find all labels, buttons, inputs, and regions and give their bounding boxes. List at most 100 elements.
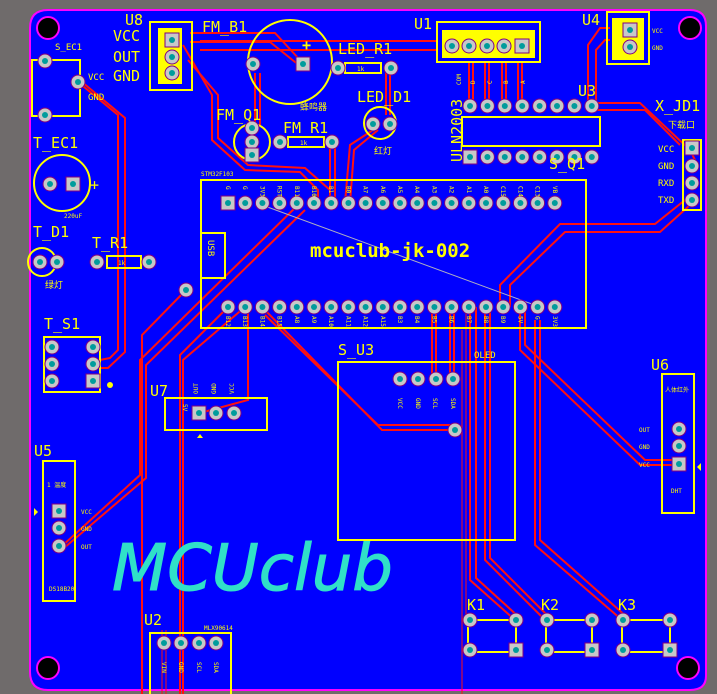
pad[interactable] [244,147,260,163]
pad[interactable] [514,149,530,165]
pad[interactable] [51,538,67,554]
pad[interactable] [428,371,444,387]
pad[interactable] [532,149,548,165]
pad[interactable] [358,195,374,211]
pad[interactable] [539,642,555,658]
pad[interactable] [272,134,288,150]
pad[interactable] [410,371,426,387]
pad[interactable] [254,195,270,211]
pad[interactable] [426,299,442,315]
pad[interactable] [85,373,101,389]
pad[interactable] [89,254,105,270]
pad[interactable] [547,299,563,315]
pad[interactable] [584,149,600,165]
pad[interactable] [532,98,548,114]
pad[interactable] [549,98,565,114]
pad[interactable] [32,254,48,270]
pad[interactable] [358,299,374,315]
pad[interactable] [306,299,322,315]
pad[interactable] [245,56,261,72]
pad[interactable] [178,282,194,298]
pad[interactable] [51,503,67,519]
pad[interactable] [462,612,478,628]
pad[interactable] [324,134,340,150]
pad[interactable] [70,74,86,90]
pad[interactable] [383,60,399,76]
pad[interactable] [512,195,528,211]
pad[interactable] [684,192,700,208]
pad[interactable] [173,635,189,651]
pad[interactable] [566,98,582,114]
pad[interactable] [514,38,530,54]
pad[interactable] [37,53,53,69]
pad[interactable] [461,38,477,54]
pad[interactable] [461,299,477,315]
pad[interactable] [530,299,546,315]
pad[interactable] [156,635,172,651]
pad[interactable] [479,149,495,165]
pad[interactable] [272,195,288,211]
pad[interactable] [220,195,236,211]
pad[interactable] [445,371,461,387]
pad[interactable] [479,98,495,114]
pad[interactable] [584,642,600,658]
pad[interactable] [289,299,305,315]
pad[interactable] [44,356,60,372]
pad[interactable] [51,520,67,536]
pad[interactable] [208,405,224,421]
pad[interactable] [340,195,356,211]
pad[interactable] [409,299,425,315]
pad[interactable] [392,371,408,387]
pad[interactable] [444,299,460,315]
pad[interactable] [662,612,678,628]
pad[interactable] [323,195,339,211]
pad[interactable] [220,299,236,315]
pad[interactable] [615,642,631,658]
pad[interactable] [164,49,180,65]
pad[interactable] [226,405,242,421]
pad[interactable] [37,107,53,123]
pad[interactable] [44,373,60,389]
pad[interactable] [496,38,512,54]
pad[interactable] [539,612,555,628]
pad[interactable] [44,339,60,355]
pad[interactable] [447,422,463,438]
pad[interactable] [622,22,638,38]
pad[interactable] [684,158,700,174]
pad[interactable] [512,299,528,315]
pad[interactable] [191,405,207,421]
pad[interactable] [85,339,101,355]
pad[interactable] [530,195,546,211]
pad[interactable] [497,98,513,114]
pad[interactable] [65,176,81,192]
pad[interactable] [295,56,311,72]
pad[interactable] [237,299,253,315]
pad[interactable] [497,149,513,165]
pad[interactable] [514,98,530,114]
pad[interactable] [508,612,524,628]
pad[interactable] [42,176,58,192]
pad[interactable] [671,438,687,454]
pad[interactable] [375,195,391,211]
pad[interactable] [479,38,495,54]
pad[interactable] [365,116,381,132]
pad[interactable] [549,149,565,165]
pad[interactable] [375,299,391,315]
pad[interactable] [671,456,687,472]
pad[interactable] [49,254,65,270]
pad[interactable] [508,642,524,658]
pad[interactable] [85,356,101,372]
pad[interactable] [444,38,460,54]
pad[interactable] [671,421,687,437]
pad[interactable] [495,299,511,315]
pad[interactable] [615,612,631,628]
pad[interactable] [478,299,494,315]
pad[interactable] [330,60,346,76]
pad[interactable] [478,195,494,211]
pad[interactable] [141,254,157,270]
pad[interactable] [622,39,638,55]
pad[interactable] [547,195,563,211]
pad[interactable] [462,149,478,165]
pad[interactable] [323,299,339,315]
